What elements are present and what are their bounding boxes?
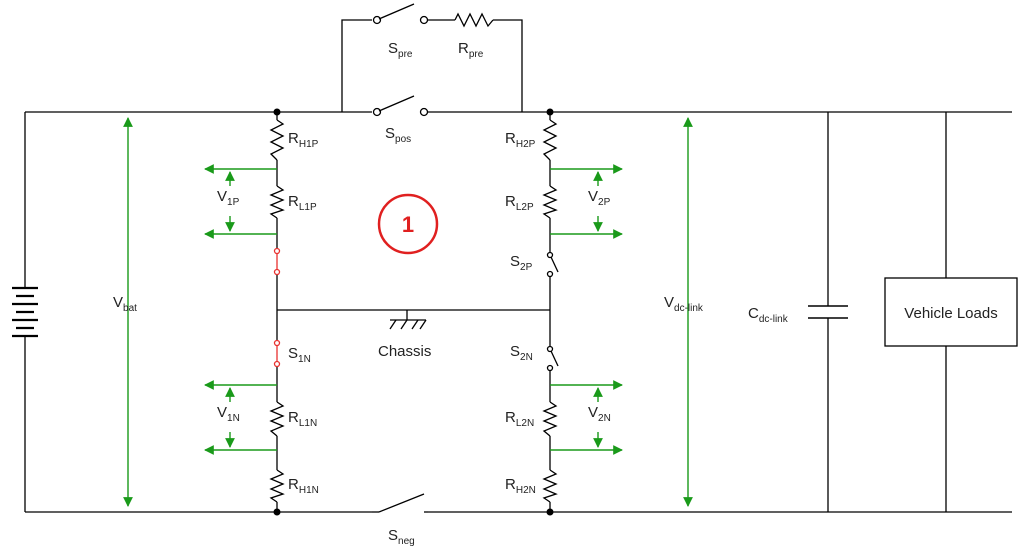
label-s2p: S2P — [510, 253, 533, 273]
label-vdc: Vdc-link — [664, 294, 704, 314]
label-rl1n: RL1N — [288, 409, 317, 429]
resistor-rh1p — [269, 119, 285, 161]
scenario-marker: 1 — [377, 193, 439, 255]
label-v2p: V2P — [588, 188, 611, 208]
labels: Spre Rpre Spos Sneg RH1P RL1P V1P S1N V1… — [113, 40, 998, 547]
label-v1n: V1N — [217, 404, 240, 424]
resistor-rh1n — [269, 469, 285, 503]
label-v1p: V1P — [217, 188, 240, 208]
switch-spos — [372, 95, 429, 117]
label-chassis: Chassis — [378, 343, 431, 360]
label-rh1n: RH1N — [288, 476, 319, 496]
label-rh2n: RH2N — [505, 476, 536, 496]
label-rl2n: RL2N — [505, 409, 534, 429]
resistors — [269, 119, 558, 503]
label-vehicle-loads: Vehicle Loads — [904, 305, 997, 322]
label-spre: Spre — [388, 40, 413, 60]
label-vbat: Vbat — [113, 294, 137, 314]
scenario-marker-number: 1 — [402, 212, 414, 237]
switch-s1p-fault — [273, 247, 281, 276]
label-rpre: Rpre — [458, 40, 484, 60]
resistor-rl1p — [269, 185, 285, 219]
switch-sneg — [372, 493, 428, 513]
resistor-rh2n — [542, 469, 558, 503]
label-rh1p: RH1P — [288, 130, 319, 150]
label-s1n: S1N — [288, 345, 311, 365]
vehicle-loads-box — [884, 277, 1018, 347]
resistor-rl2p — [542, 185, 558, 219]
switch-s1n-fault — [273, 339, 281, 368]
label-v2n: V2N — [588, 404, 611, 424]
resistor-rpre — [454, 12, 494, 28]
switch-s2n — [546, 345, 559, 372]
label-rh2p: RH2P — [505, 130, 536, 150]
resistor-rl1n — [269, 401, 285, 437]
battery-icon — [12, 286, 38, 338]
resistor-rh2p — [542, 119, 558, 161]
label-s2n: S2N — [510, 343, 533, 363]
switch-s2p — [546, 251, 559, 278]
chassis-ground-icon — [389, 319, 427, 330]
resistor-rl2n — [542, 401, 558, 437]
label-cdc: Cdc-link — [748, 305, 789, 325]
label-spos: Spos — [385, 125, 411, 145]
label-sneg: Sneg — [388, 527, 415, 547]
label-rl2p: RL2P — [505, 193, 534, 213]
switch-spre — [372, 3, 429, 25]
measurement-arrows — [123, 117, 693, 507]
label-rl1p: RL1P — [288, 193, 317, 213]
capacitor-cdc-icon — [808, 305, 848, 319]
junction-dots — [273, 108, 554, 516]
